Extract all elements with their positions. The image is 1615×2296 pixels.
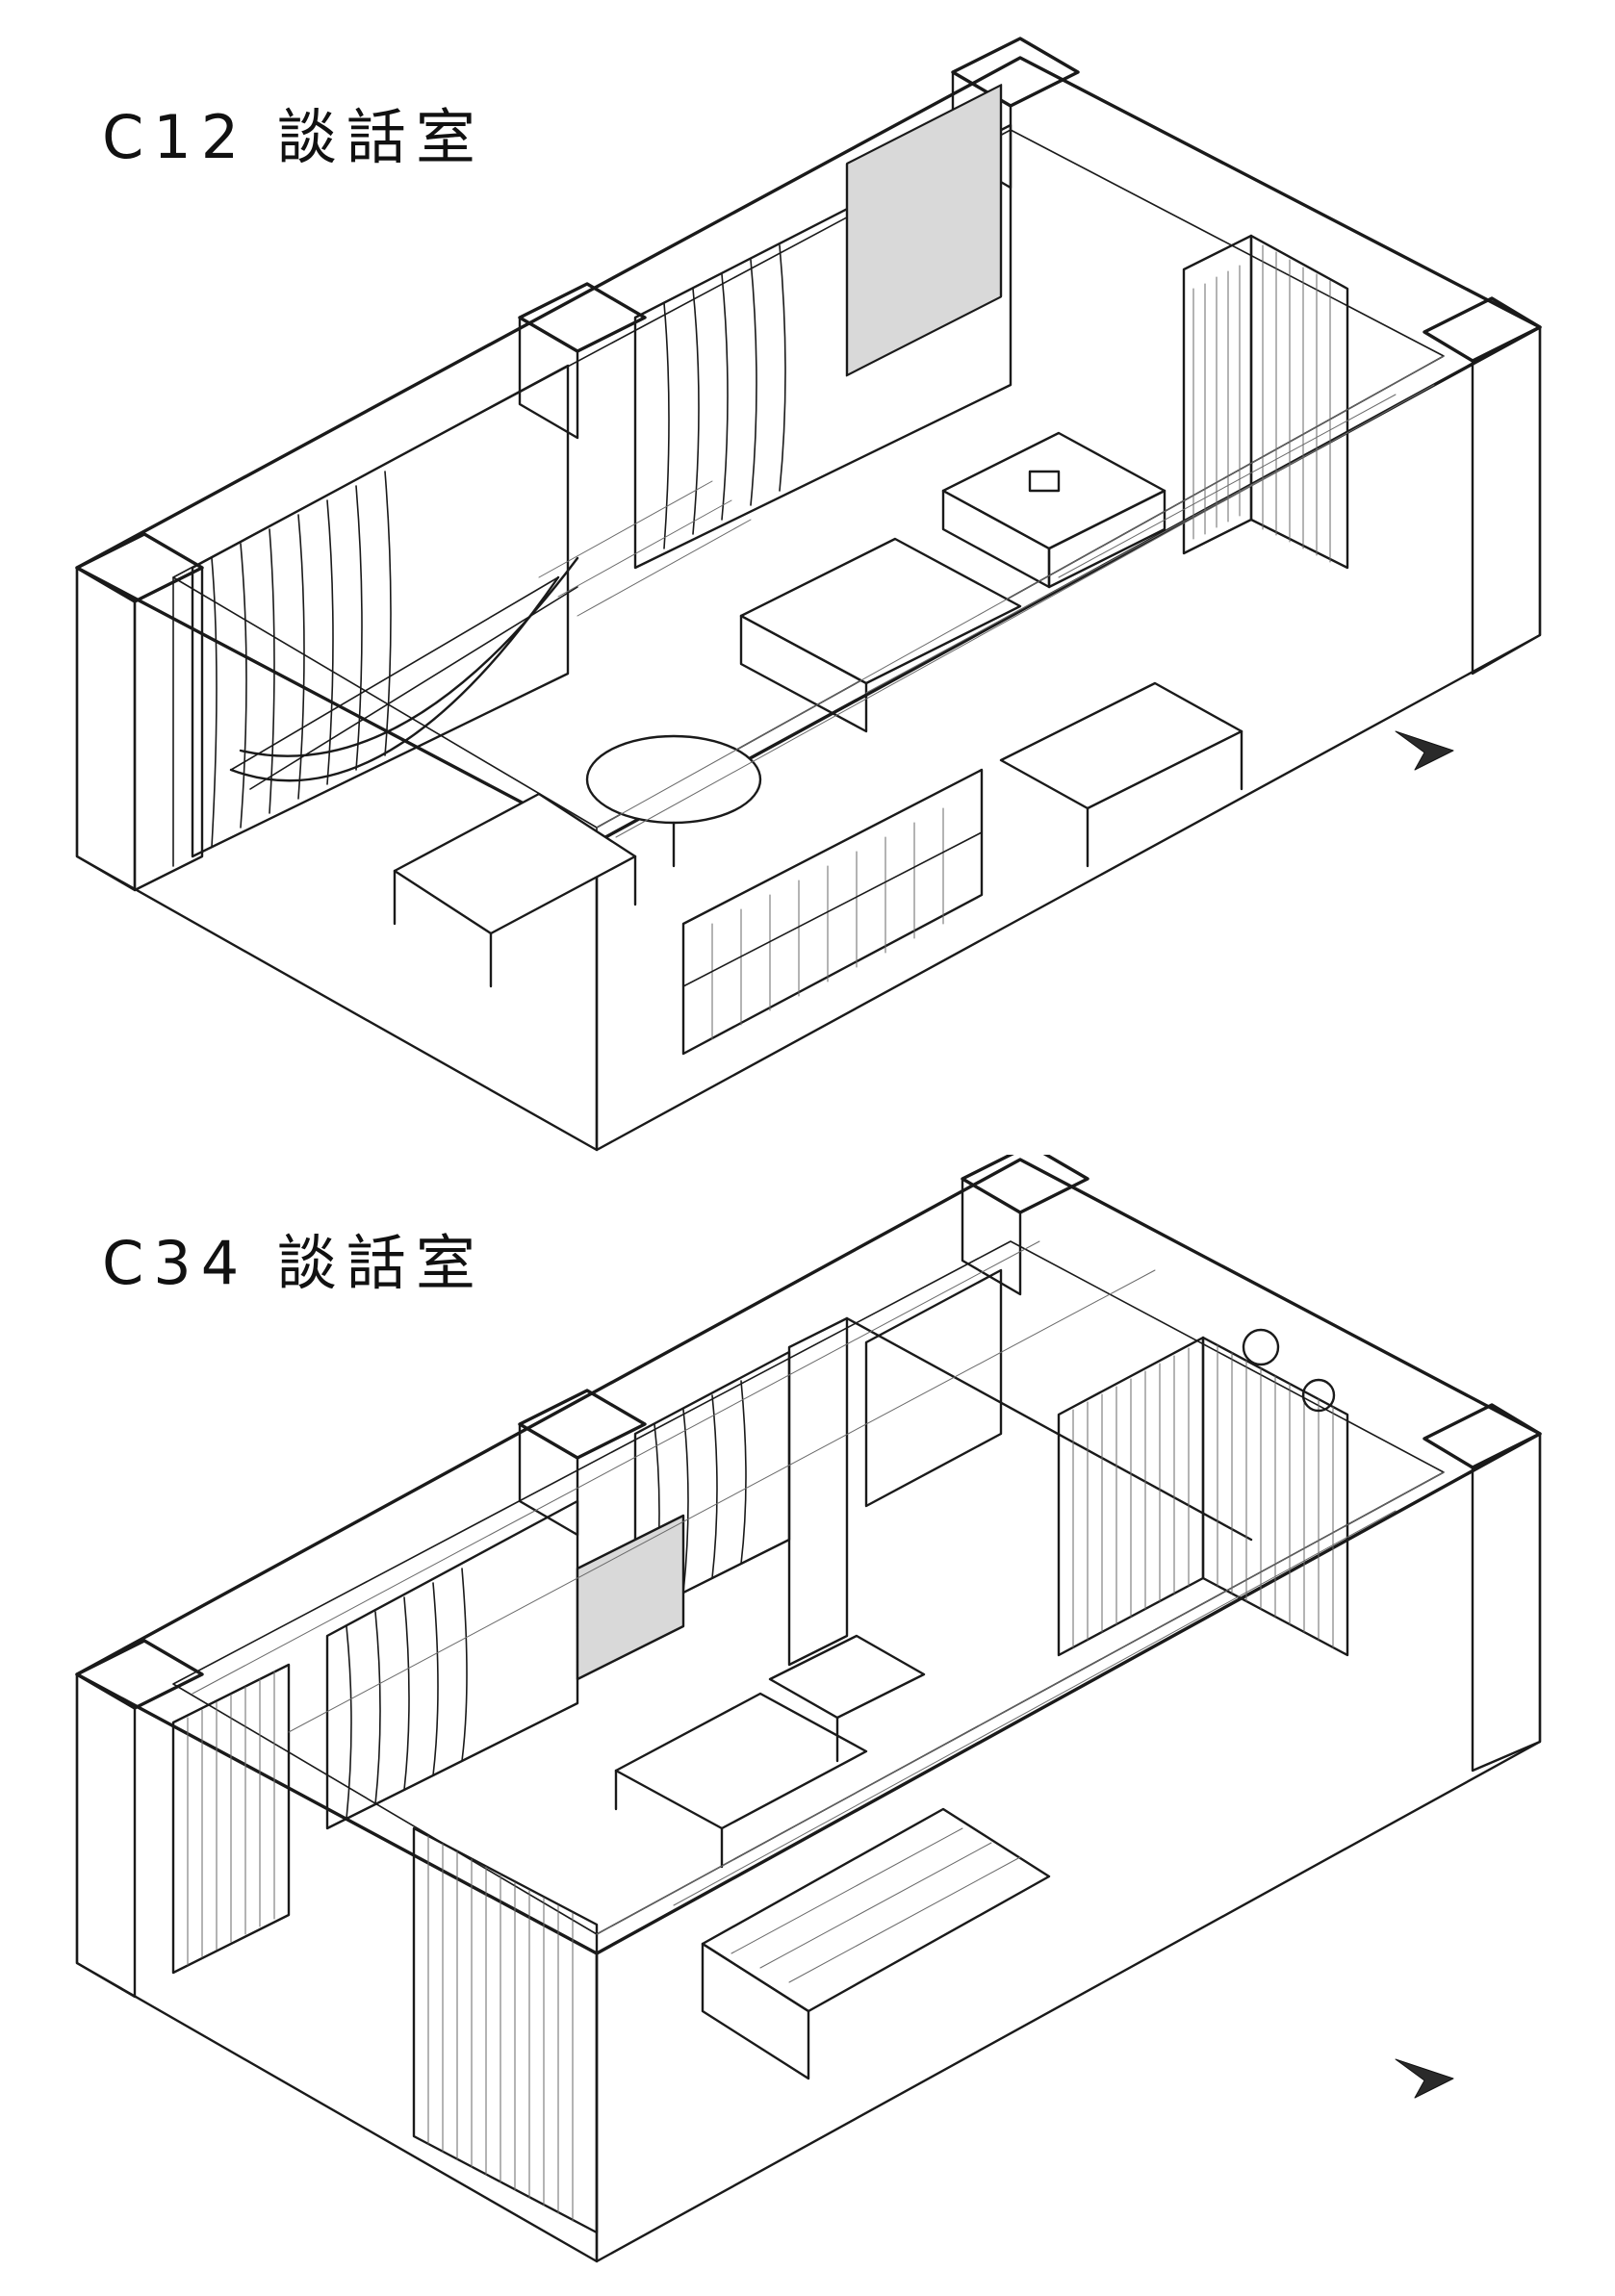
bed <box>739 537 1022 733</box>
sketch-hatching <box>192 1240 1445 1935</box>
tv <box>576 1514 685 1681</box>
kotatsu-table <box>614 1692 868 1869</box>
column-right <box>1423 296 1542 676</box>
sketch-hatching <box>538 355 1445 838</box>
column-middle <box>518 1389 647 1537</box>
round-table <box>585 734 762 868</box>
column-right <box>1423 1403 1542 1773</box>
column-middle <box>518 282 647 440</box>
hammock <box>229 556 579 790</box>
front-shelf <box>681 768 984 1056</box>
partition-wall <box>787 1316 1253 1667</box>
column-left <box>75 1639 204 1999</box>
column-top <box>961 1155 1089 1296</box>
room-title-c34: C34 談話室 <box>102 1228 485 1298</box>
north-arrow-icon <box>1395 2058 1454 2099</box>
north-arrow-icon <box>1395 730 1454 771</box>
low-table <box>393 792 637 988</box>
bed <box>701 1807 1051 2080</box>
room-title-c12: C12 談話室 <box>102 102 485 172</box>
room-sketch-c34 <box>75 1155 1542 2263</box>
room-sketch-c12 <box>75 37 1542 1152</box>
floor-slab <box>75 1158 1542 2263</box>
bookshelf-front-left <box>171 1663 599 2234</box>
desk-front <box>999 681 1243 868</box>
curtains-back-wall <box>191 84 1013 858</box>
column-left <box>75 532 204 892</box>
bookshelf-back-right <box>1182 234 1349 570</box>
side-table <box>768 1634 926 1763</box>
ottoman <box>941 431 1166 589</box>
bookshelf-back-right <box>1057 1328 1349 1657</box>
